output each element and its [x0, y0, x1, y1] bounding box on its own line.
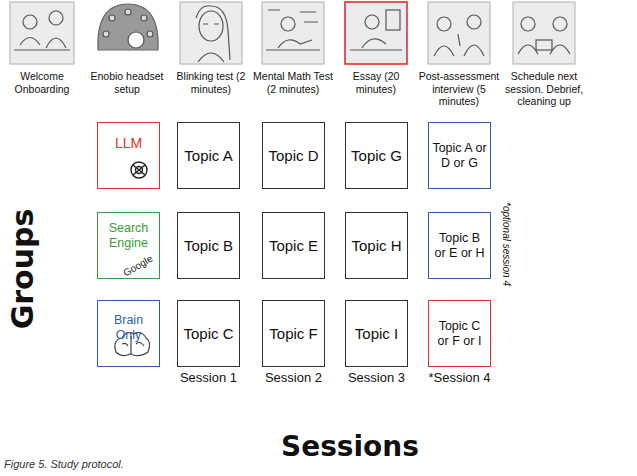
group-box: Brain Only	[97, 300, 160, 367]
topic-box: Topic D	[262, 122, 325, 189]
step-caption: Essay (20 minutes)	[334, 70, 418, 95]
topic-box: Topic C	[177, 300, 240, 367]
topic-text: Topic B	[181, 237, 236, 255]
group-name: LLM	[112, 135, 145, 152]
group-box: Search EngineGoogle	[97, 212, 160, 279]
topic-box: Topic B or E or H	[428, 212, 491, 279]
headset-sketch	[98, 4, 158, 50]
topic-box: Topic A or D or G	[428, 122, 491, 189]
session-label: Session 3	[337, 370, 416, 386]
topic-box: Topic A	[177, 122, 240, 189]
session-label: *Session 4	[420, 370, 499, 386]
step-caption: Mental Math Test (2 minutes)	[251, 70, 335, 95]
step-caption: Enobio headset setup	[85, 70, 169, 95]
step-caption: Welcome Onboarding	[0, 70, 84, 95]
topic-text: Topic B or E or H	[429, 231, 490, 261]
topic-text: Topic A	[181, 147, 235, 165]
topic-box: Topic C or F or I	[428, 300, 491, 367]
topic-box: Topic B	[177, 212, 240, 279]
interview-sketch	[428, 2, 490, 64]
topic-text: Topic C	[180, 325, 236, 343]
topic-text: Topic A or D or G	[429, 141, 490, 171]
step-caption: Blinking test (2 minutes)	[169, 70, 253, 95]
group-name: Brain Only	[98, 313, 159, 343]
onboarding-sketch	[10, 2, 74, 64]
schedule-sketch	[513, 2, 575, 64]
session-label: Session 2	[254, 370, 333, 386]
blinking-sketch	[180, 2, 242, 64]
topic-text: Topic H	[348, 237, 404, 255]
group-name: Search Engine	[98, 221, 159, 251]
step-caption: Schedule next session. Debrief, cleaning…	[502, 70, 586, 108]
topic-text: Topic G	[348, 147, 405, 165]
axis-title: Sessions	[250, 430, 450, 464]
topic-box: Topic F	[262, 300, 325, 367]
group-box: LLM	[97, 122, 160, 189]
topic-text: Topic I	[352, 325, 401, 343]
math-sketch	[262, 2, 324, 64]
topic-box: Topic E	[262, 212, 325, 279]
engine-name: Google	[118, 251, 157, 281]
topic-box: Topic G	[345, 122, 408, 189]
step-caption: Post-assessment interview (5 minutes)	[417, 70, 501, 108]
topic-text: Topic D	[265, 147, 321, 165]
axis-title: Groups	[5, 206, 41, 332]
topic-box: Topic H	[345, 212, 408, 279]
session-label: Session 1	[169, 370, 248, 386]
figure-caption: Figure 5. Study protocol.	[4, 458, 124, 471]
topic-text: Topic F	[266, 325, 320, 343]
essay-sketch	[345, 2, 407, 64]
llm-logo	[131, 162, 147, 178]
topic-box: Topic I	[345, 300, 408, 367]
optional-note: *optional session 4	[500, 188, 512, 300]
topic-text: Topic E	[266, 237, 321, 255]
topic-text: Topic C or F or I	[429, 319, 490, 349]
